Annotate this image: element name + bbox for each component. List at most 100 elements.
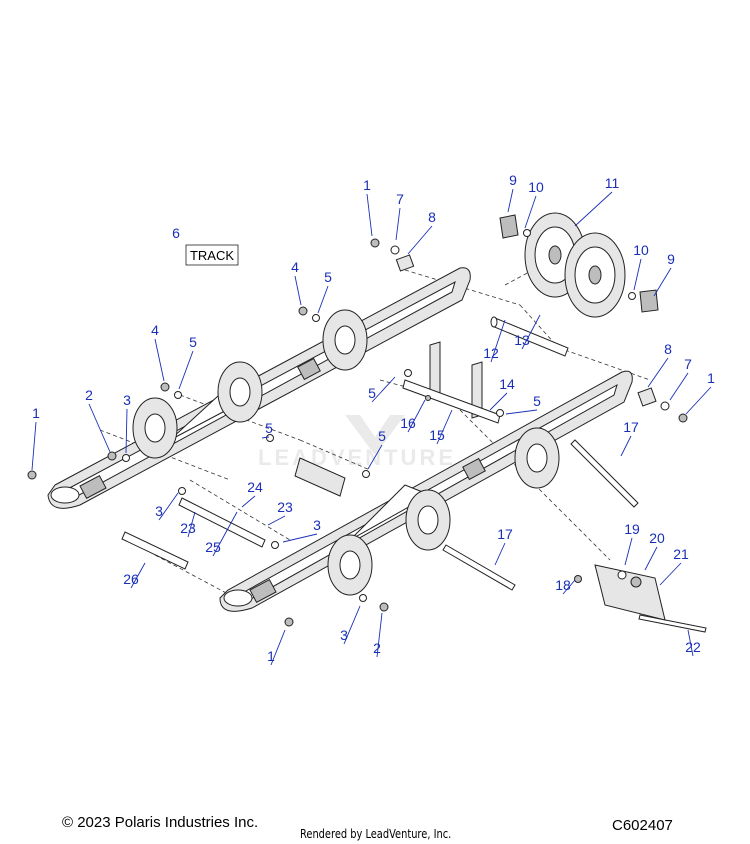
cap-9-right [639,289,659,313]
callout-leader [130,562,146,589]
small-fasteners [27,229,688,627]
callout-17: 17 [497,526,513,542]
spring-coupler [294,457,346,497]
callout-leader [178,350,194,390]
callout-leader [125,408,128,454]
callout-leader [395,207,401,241]
callout-5: 5 [533,393,541,409]
callout-3: 3 [313,517,321,533]
idler-wheel-outer [564,232,626,318]
callout-16: 16 [400,415,416,431]
bolt-17-upper [570,439,639,508]
callout-12: 12 [483,345,499,361]
track-label: TRACK [185,244,239,266]
callout-leader [687,629,694,657]
track-label-text: TRACK [190,248,234,263]
callout-4: 4 [151,322,159,338]
watermark-logo: LEADVENTURE [258,415,456,470]
callout-6: 6 [172,225,180,241]
plate-8-right [637,387,657,407]
callout-3: 3 [155,503,163,519]
callout-leader [659,562,682,586]
callout-leader [436,409,453,445]
callout-20: 20 [649,530,665,546]
callout-leader [489,392,508,411]
callout-leader [270,629,286,666]
callout-leader [367,444,383,470]
callout-leader [633,258,642,291]
callout-leader [685,386,712,415]
callout-9: 9 [667,251,675,267]
callout-leader [507,188,514,213]
callout-1: 1 [363,177,371,193]
callout-23: 23 [277,499,293,515]
callout-leader [282,533,318,543]
callout-leader [154,338,165,382]
callout-leader [407,225,433,255]
callout-leader [620,435,632,457]
callout-leader [574,191,613,227]
callout-leader [261,436,270,439]
callout-10: 10 [633,242,649,258]
callout-11: 11 [605,175,620,191]
callout-5: 5 [324,269,332,285]
callout-1: 1 [32,405,40,421]
wheel-front-1 [327,534,373,596]
callout-leader [241,495,256,508]
callout-8: 8 [428,209,436,225]
callout-leader [524,195,537,229]
wheel-back-3 [322,309,368,371]
callout-leader [317,285,329,314]
callout-leader [653,267,672,297]
callout-13: 13 [514,332,530,348]
callout-7: 7 [684,356,692,372]
callout-leader [494,542,506,566]
callout-leader [505,409,538,415]
callout-18: 18 [555,577,571,593]
callout-leader [562,579,576,595]
callout-leader [644,546,658,571]
callout-leader [267,515,286,526]
front-shaft [178,497,266,548]
callout-leader [187,511,196,538]
rendered-by-text: Rendered by LeadVenture, Inc. [300,827,452,841]
callout-5: 5 [378,428,386,444]
callout-21: 21 [673,546,689,562]
callout-5: 5 [265,420,273,436]
callout-leader [490,319,506,363]
callout-1: 1 [707,370,715,386]
callout-22: 22 [685,639,701,655]
callout-5: 5 [368,385,376,401]
callout-3: 3 [123,392,131,408]
callout-24: 24 [247,479,263,495]
wheel-front-2 [405,489,451,551]
callout-26: 26 [123,571,139,587]
wheel-front-3 [514,427,560,489]
bolt-17-lower [442,544,516,591]
wheel-back-1 [132,397,178,459]
callout-14: 14 [499,376,515,392]
bolt-22 [638,614,707,633]
callout-10: 10 [528,179,544,195]
callout-19: 19 [624,521,640,537]
callout-1: 1 [267,648,275,664]
callout-leader [407,399,426,433]
callout-leader [158,492,179,521]
bracket-21 [594,564,666,621]
callout-2: 2 [85,387,93,403]
callout-leader [294,275,302,306]
callout-leader [647,357,669,388]
rear-axle [490,316,569,357]
diagram-id-text: C602407 [612,817,673,834]
copyright-text: © 2023 Polaris Industries Inc. [62,814,259,831]
callout-25: 25 [205,539,221,555]
watermark-text: LEADVENTURE [258,445,456,470]
callout-17: 17 [623,419,639,435]
callout-15: 15 [429,427,445,443]
callout-leader [31,421,37,471]
callout-8: 8 [664,341,672,357]
wheel-back-2 [217,361,263,423]
callout-2: 2 [373,640,381,656]
